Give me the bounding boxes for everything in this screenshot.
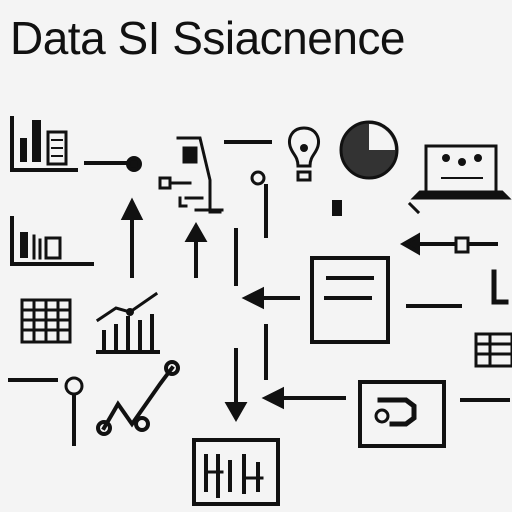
marker-icon xyxy=(332,200,342,216)
line-graph-icon xyxy=(96,360,180,436)
diagram-title: Data SI Ssiacnence xyxy=(10,12,406,64)
network-node-icon xyxy=(158,136,224,214)
arrow-left xyxy=(261,386,346,410)
server-rack-icon xyxy=(20,298,72,344)
arrow-up xyxy=(120,197,144,278)
pie-chart-icon xyxy=(339,120,399,180)
monitor-code-icon xyxy=(358,380,446,448)
arrow-left xyxy=(241,286,300,310)
laptop-icon xyxy=(410,144,512,200)
bar-chart-icon xyxy=(10,216,94,266)
connector-node xyxy=(250,170,266,186)
bracket-icon xyxy=(491,269,509,305)
arrow-up xyxy=(184,221,208,278)
grid-chart-icon xyxy=(192,438,280,506)
bar-chart-icon xyxy=(10,116,78,172)
cursor-icon xyxy=(407,201,421,215)
lightbulb-icon xyxy=(288,126,320,182)
arrow-down xyxy=(224,348,248,423)
trend-chart-icon xyxy=(95,291,160,354)
document-icon xyxy=(310,256,390,344)
table-icon xyxy=(474,332,512,368)
connector-line xyxy=(84,156,142,172)
connector-line xyxy=(8,376,84,446)
arrow-left xyxy=(399,232,498,256)
